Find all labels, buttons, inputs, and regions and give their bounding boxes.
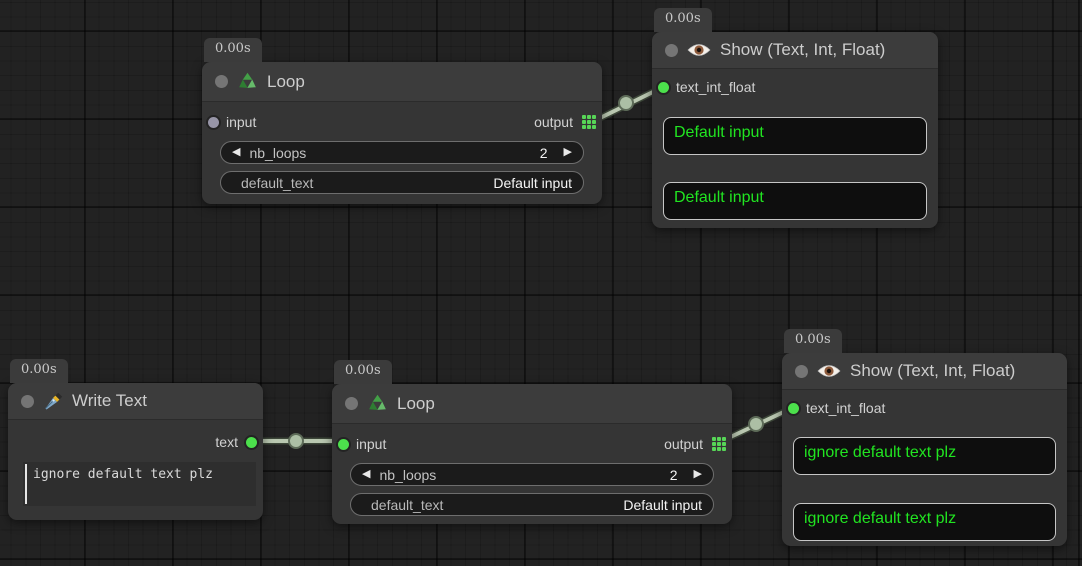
node-header[interactable]: Loop	[332, 384, 732, 424]
widget-label: nb_loops	[379, 466, 437, 483]
node-title: Loop	[267, 71, 305, 91]
link-loop2-show2	[718, 405, 794, 445]
reroute-dot[interactable]	[618, 95, 634, 111]
input-slot-label: text_int_float	[676, 79, 756, 95]
eye-icon	[687, 42, 711, 58]
exec-time-badge: 0.00s	[10, 359, 68, 383]
text-display-box[interactable]: ignore default text plz	[793, 503, 1056, 541]
text-caret	[25, 464, 27, 504]
input-slot-dot[interactable]	[208, 116, 219, 128]
output-slot-label: output	[534, 114, 573, 130]
collapse-dot[interactable]	[21, 394, 34, 408]
reroute-dot[interactable]	[288, 433, 304, 449]
node-loop-2[interactable]: 0.00s Loop input output ◀ nb_lo	[332, 360, 732, 524]
decrement-arrow-icon[interactable]: ◀	[362, 468, 371, 480]
node-write-text[interactable]: 0.00s Write Text text ignore default tex…	[8, 359, 263, 520]
output-slot-dot[interactable]	[246, 436, 257, 448]
input-slot-dot[interactable]	[788, 402, 799, 414]
eye-icon	[817, 363, 841, 379]
widget-label: nb_loops	[249, 144, 307, 161]
default-text-widget[interactable]: default_text Default input	[350, 493, 714, 516]
node-header[interactable]: Loop	[202, 62, 602, 102]
textarea-value: ignore default text plz	[33, 467, 214, 482]
input-slot-label: text_int_float	[806, 400, 886, 416]
widget-value: 2	[539, 144, 548, 161]
output-slot-label: output	[664, 436, 703, 452]
node-title: Write Text	[72, 391, 147, 410]
widget-value: Default input	[493, 174, 572, 191]
nb-loops-widget[interactable]: ◀ nb_loops 2 ▶	[220, 141, 584, 164]
text-display-box[interactable]: Default input	[663, 117, 927, 155]
grid-output-icon[interactable]	[582, 115, 596, 129]
node-title: Loop	[397, 393, 435, 413]
widget-value: 2	[669, 466, 678, 483]
exec-time-badge: 0.00s	[334, 360, 392, 384]
link-write1-loop2	[248, 433, 346, 449]
decrement-arrow-icon[interactable]: ◀	[232, 146, 241, 158]
text-display-box[interactable]: Default input	[663, 182, 927, 220]
exec-time-badge: 0.00s	[784, 329, 842, 353]
node-title: Show (Text, Int, Float)	[720, 40, 886, 59]
collapse-dot[interactable]	[345, 397, 358, 410]
text-display-box[interactable]: ignore default text plz	[793, 437, 1056, 475]
node-show-2[interactable]: 0.00s Show (Text, Int, Float) text_int_f…	[782, 329, 1067, 546]
node-title: Show (Text, Int, Float)	[850, 361, 1016, 380]
output-slot-label: text	[215, 434, 238, 450]
grid-output-icon[interactable]	[712, 437, 726, 451]
input-slot-label: input	[226, 114, 257, 130]
text-input-area[interactable]: ignore default text plz	[23, 462, 256, 506]
widget-value: Default input	[623, 496, 702, 513]
default-text-widget[interactable]: default_text Default input	[220, 171, 584, 194]
node-loop-1[interactable]: 0.00s Loop input output ◀ nb_lo	[202, 38, 602, 204]
link-loop1-show1	[594, 84, 665, 123]
node-header[interactable]: Write Text	[8, 383, 263, 420]
recycle-icon	[237, 71, 258, 92]
pen-icon	[43, 391, 63, 411]
exec-time-badge: 0.00s	[204, 38, 262, 62]
node-header[interactable]: Show (Text, Int, Float)	[652, 32, 938, 69]
input-slot-dot[interactable]	[338, 438, 349, 450]
reroute-dot[interactable]	[748, 416, 764, 432]
node-header[interactable]: Show (Text, Int, Float)	[782, 353, 1067, 390]
exec-time-badge: 0.00s	[654, 8, 712, 32]
widget-label: default_text	[241, 174, 314, 191]
nb-loops-widget[interactable]: ◀ nb_loops 2 ▶	[350, 463, 714, 486]
input-slot-label: input	[356, 436, 387, 452]
increment-arrow-icon[interactable]: ▶	[563, 146, 572, 158]
widget-label: default_text	[371, 496, 444, 513]
collapse-dot[interactable]	[795, 364, 808, 378]
increment-arrow-icon[interactable]: ▶	[693, 468, 702, 480]
node-show-1[interactable]: 0.00s Show (Text, Int, Float) text_int_f…	[652, 8, 938, 228]
input-slot-dot[interactable]	[658, 81, 669, 93]
recycle-icon	[367, 393, 388, 414]
collapse-dot[interactable]	[215, 75, 228, 88]
collapse-dot[interactable]	[665, 43, 678, 57]
